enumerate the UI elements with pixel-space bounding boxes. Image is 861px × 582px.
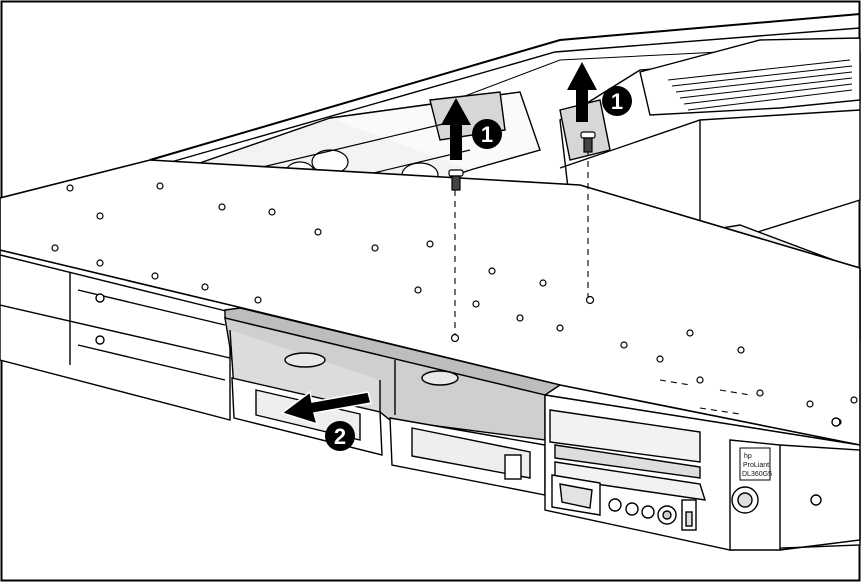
callout-step-2: 2 xyxy=(325,421,355,451)
model-line2: DL360G5 xyxy=(742,471,772,478)
screw-icon xyxy=(580,131,596,153)
svg-text:2: 2 xyxy=(334,424,346,449)
svg-text:1: 1 xyxy=(611,89,623,114)
callout-step-1-right: 1 xyxy=(602,86,632,116)
model-line1: ProLiant xyxy=(743,462,769,469)
screw-guide-lines xyxy=(454,150,751,415)
left-arrow-icon xyxy=(280,390,372,426)
svg-text:1: 1 xyxy=(481,122,493,147)
plate-rivets xyxy=(51,182,858,426)
up-arrow-icon xyxy=(567,62,597,122)
screw-icon xyxy=(448,169,464,191)
up-arrow-icon xyxy=(441,98,471,160)
front-io-panel xyxy=(544,394,861,551)
model-badge: hp ProLiant DL360G5 xyxy=(739,447,772,481)
callout-step-1-left: 1 xyxy=(472,119,502,149)
brand-label: hp xyxy=(744,453,752,460)
left-drive-bays xyxy=(0,254,231,421)
